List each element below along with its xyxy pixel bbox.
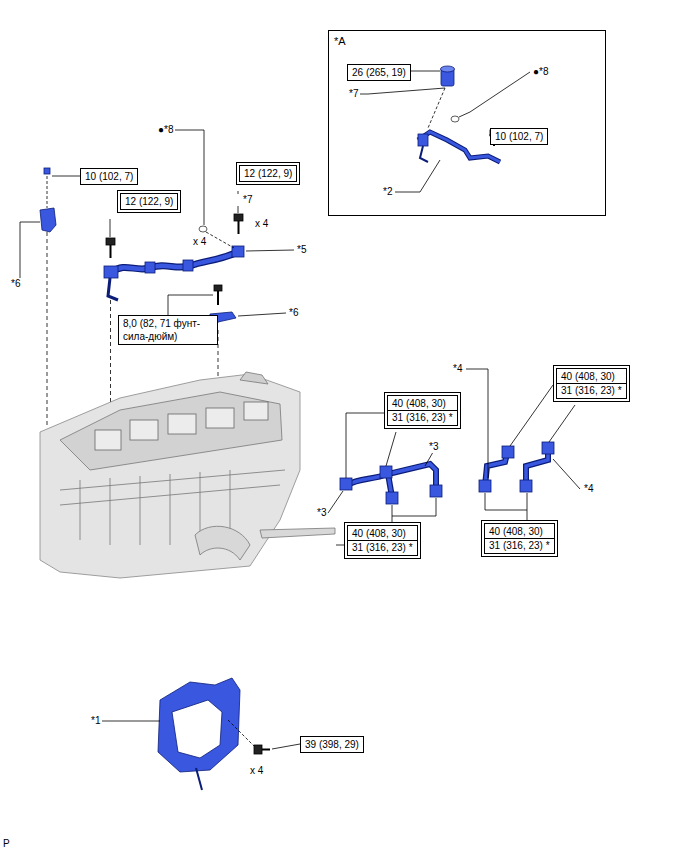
callout-label: *3 bbox=[428, 441, 439, 453]
callout-label: ●*8 bbox=[532, 66, 550, 78]
callout-label: *1 bbox=[90, 715, 101, 727]
callout-label: *6 bbox=[10, 278, 21, 290]
leader-lines bbox=[20, 71, 580, 749]
callout-label: P bbox=[2, 838, 11, 850]
callout-label: *3 bbox=[316, 507, 327, 519]
torque-box: 12 (122, 9) bbox=[236, 162, 300, 185]
torque-value: 39 (398, 29) bbox=[305, 738, 359, 751]
torque-box: 39 (398, 29) bbox=[300, 736, 364, 753]
callout-label: ●*8 bbox=[157, 124, 175, 136]
callout-label: *4 bbox=[452, 363, 463, 375]
torque-box: 26 (265, 19) bbox=[347, 64, 411, 81]
torque-value: 31 (316, 23) * bbox=[388, 410, 457, 424]
torque-box: 40 (408, 30)31 (316, 23) * bbox=[384, 392, 461, 429]
torque-value: 10 (102, 7) bbox=[495, 130, 543, 143]
torque-value: 26 (265, 19) bbox=[352, 66, 406, 79]
torque-value: 31 (316, 23) * bbox=[557, 383, 626, 397]
inset-letter: *A bbox=[334, 35, 346, 48]
torque-box: 40 (408, 30)31 (316, 23) * bbox=[481, 520, 558, 557]
torque-box: 10 (102, 7) bbox=[80, 168, 138, 185]
callout-label: x 4 bbox=[192, 236, 207, 248]
torque-value: 8,0 (82, 71 фунт-сила-дюйм) bbox=[123, 317, 213, 343]
torque-value: 40 (408, 30) bbox=[352, 527, 413, 540]
torque-box: 40 (408, 30)31 (316, 23) * bbox=[344, 522, 421, 559]
callout-label: x 4 bbox=[249, 765, 264, 777]
torque-box: 12 (122, 9) bbox=[117, 190, 181, 213]
torque-box: 10 (102, 7) bbox=[490, 128, 548, 145]
callout-label: x 4 bbox=[254, 218, 269, 230]
torque-value: 10 (102, 7) bbox=[85, 170, 133, 183]
callout-label: *7 bbox=[242, 194, 253, 206]
torque-value: 31 (316, 23) * bbox=[485, 538, 554, 552]
callout-label: *7 bbox=[348, 88, 359, 100]
torque-value: 40 (408, 30) bbox=[561, 370, 622, 383]
callout-label: *4 bbox=[583, 483, 594, 495]
callout-label: *5 bbox=[296, 244, 307, 256]
torque-value: 12 (122, 9) bbox=[125, 195, 173, 208]
torque-value: 12 (122, 9) bbox=[244, 167, 292, 180]
torque-value: 31 (316, 23) * bbox=[348, 540, 417, 554]
torque-box: 8,0 (82, 71 фунт-сила-дюйм) bbox=[118, 315, 218, 345]
inset-frame: *A 26 (265, 19) 10 (102, 7) bbox=[328, 30, 606, 216]
callout-label: *6 bbox=[288, 307, 299, 319]
torque-value: 40 (408, 30) bbox=[489, 525, 550, 538]
torque-box: 40 (408, 30)31 (316, 23) * bbox=[553, 365, 630, 402]
callout-label: *2 bbox=[382, 186, 393, 198]
torque-value: 40 (408, 30) bbox=[392, 397, 453, 410]
